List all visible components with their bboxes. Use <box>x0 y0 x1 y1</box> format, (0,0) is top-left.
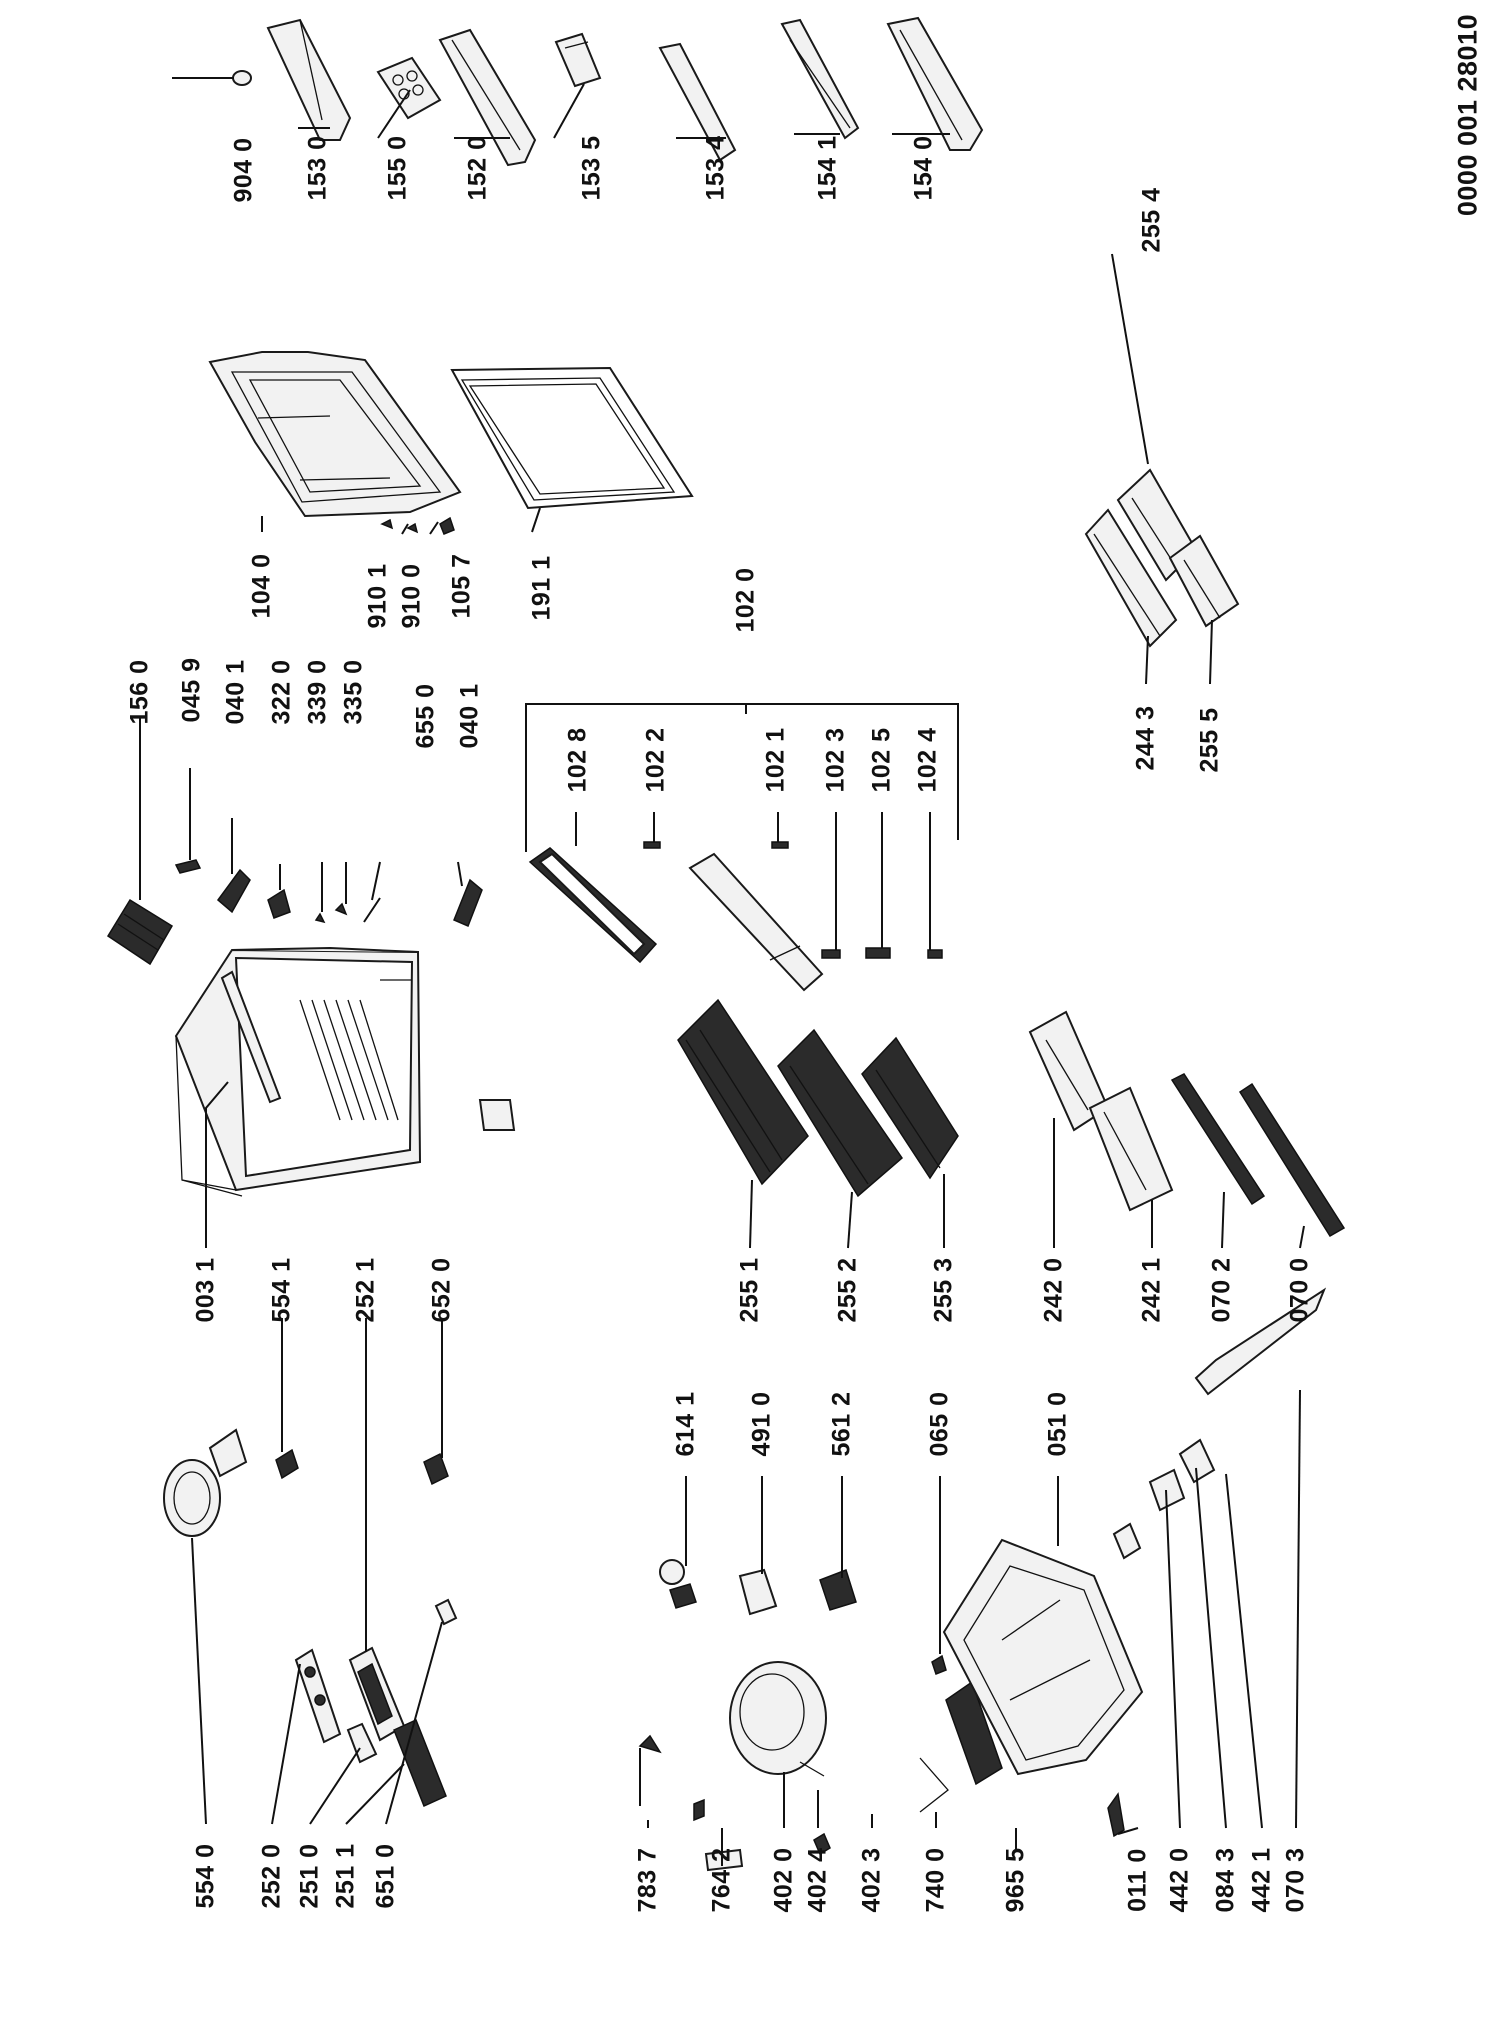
part-cover-491 <box>738 1568 778 1616</box>
part-base-rail-070-3 <box>1194 1287 1327 1396</box>
leader-lines <box>139 77 1305 1866</box>
part-bracket-322 <box>267 888 291 919</box>
part-lamp-554-0 <box>163 1428 248 1537</box>
part-relay-614 <box>659 1559 697 1609</box>
part-door-shelf-154-0 <box>886 16 984 151</box>
part-hinge-040-1-top <box>216 868 251 914</box>
part-thermostat-252 <box>294 1648 342 1744</box>
part-egg-tray-155 <box>376 56 442 120</box>
part-frame-102-8 <box>528 847 658 964</box>
part-clip-065 <box>931 1654 947 1675</box>
part-door-shelf-153-0 <box>266 18 352 141</box>
part-door-shelf-152 <box>438 28 537 167</box>
part-small-102-parts <box>643 841 943 959</box>
part-grille-156 <box>106 898 174 966</box>
part-screw-339 <box>314 912 326 924</box>
part-brackets-442-084 <box>1112 1438 1216 1560</box>
part-holder-561 <box>819 1569 857 1611</box>
part-gasket-191 <box>450 366 694 510</box>
part-bolt-011 <box>1107 1792 1125 1838</box>
part-switch-554-1 <box>275 1448 299 1480</box>
part-shelf-255-2 <box>777 1028 903 1198</box>
part-shelf-154-1 <box>780 18 860 140</box>
part-shelf-255-1 <box>677 998 809 1186</box>
part-hinge-040-1-bottom <box>453 878 483 927</box>
part-crisper-242-1 <box>1088 1086 1174 1212</box>
part-door-102 <box>688 852 824 992</box>
part-rod-655 <box>363 897 381 923</box>
part-condenser-740 <box>919 1680 1003 1813</box>
part-trim-070-2 <box>1170 1073 1266 1206</box>
part-compressor-402 <box>729 1661 827 1777</box>
part-plug-651 <box>434 1598 458 1626</box>
part-drawer-255-5 <box>1168 534 1240 628</box>
part-base-tray-051 <box>942 1538 1144 1776</box>
part-panel-251-1 <box>393 1718 447 1808</box>
part-cabinet-003 <box>174 946 516 1197</box>
part-trim-070-0 <box>1238 1082 1346 1238</box>
part-pin-045-9 <box>174 859 202 874</box>
part-knob-251 <box>346 1722 378 1764</box>
part-screw-335 <box>334 902 348 916</box>
part-small-fittings <box>638 1734 831 1872</box>
part-drawer-244-3 <box>1084 508 1178 648</box>
part-connector-652 <box>423 1452 449 1486</box>
part-screws-910-105 <box>380 516 455 535</box>
part-small-box-153-5 <box>554 32 602 88</box>
part-door-panel-104 <box>208 351 462 518</box>
part-shelf-255-3 <box>861 1036 959 1180</box>
part-bar-153-4 <box>658 42 737 162</box>
